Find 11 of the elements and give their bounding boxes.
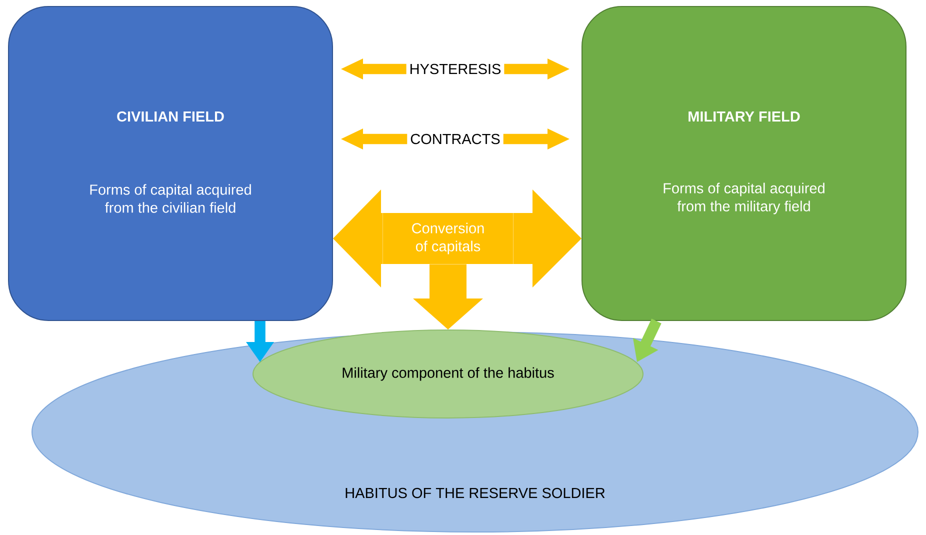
block-arrow — [333, 190, 383, 288]
block-arrow — [632, 318, 662, 362]
block-arrow-center: Conversion of capitals — [383, 213, 513, 264]
field-box: CIVILIAN FIELD Forms of capital acquired from the civilian field — [8, 6, 333, 321]
edge-label: CONTRACTS — [407, 130, 504, 148]
block-arrow — [413, 264, 483, 330]
block-arrow — [246, 321, 274, 362]
edge-label: HYSTERESIS — [406, 60, 504, 78]
field-box: MILITARY FIELD Forms of capital acquired from the military field — [582, 6, 906, 321]
node-label: Conversion of capitals — [412, 222, 484, 254]
block-arrow — [513, 190, 582, 288]
